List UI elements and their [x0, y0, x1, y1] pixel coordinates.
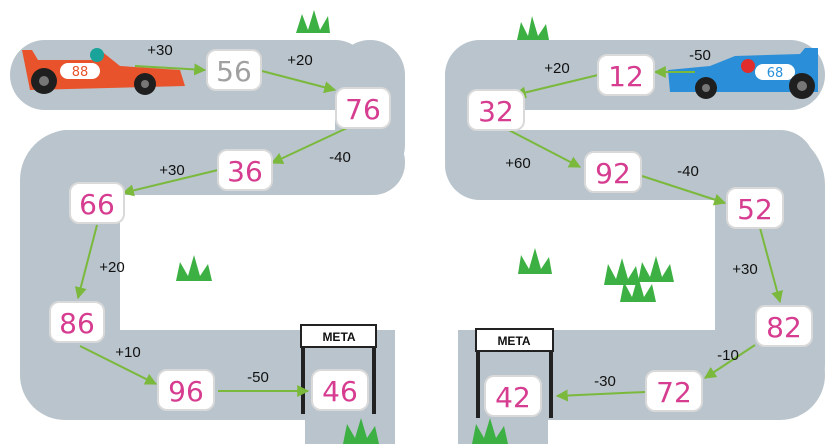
- number-value: 72: [656, 376, 692, 409]
- number-value: 12: [608, 60, 644, 93]
- number-box: 32: [467, 89, 525, 131]
- number-value: 92: [595, 157, 631, 190]
- number-box: 86: [49, 301, 105, 343]
- arrow-icon: [641, 175, 727, 206]
- number-value: 36: [227, 155, 263, 188]
- arrow-icon: [74, 224, 98, 300]
- arrow-icon: [513, 74, 599, 99]
- number-box: 76: [335, 87, 391, 129]
- left-finish-gate: META: [300, 324, 377, 414]
- number-value: 32: [478, 95, 514, 128]
- grass-icon: [638, 256, 674, 282]
- number-value: 56: [216, 55, 252, 88]
- number-box: 92: [584, 151, 642, 193]
- orange-race-car-icon: 88: [22, 48, 185, 95]
- right-operation-labels: -50 +20 +60 -40 +30 -10 -30: [505, 47, 757, 390]
- number-value: 82: [766, 311, 802, 344]
- operation-label: +30: [147, 42, 172, 59]
- car-number: 88: [72, 65, 89, 80]
- arrow-icon: [261, 70, 337, 94]
- number-value: 46: [322, 375, 358, 408]
- number-box: 72: [645, 370, 703, 412]
- grass-icon: [472, 418, 508, 444]
- left-arrows: [74, 63, 348, 397]
- number-box: 12: [597, 54, 655, 96]
- number-box: 36: [217, 149, 273, 191]
- right-number-boxes: 12 32 92 52 82 72 42: [467, 54, 813, 417]
- number-box: 56: [206, 49, 262, 91]
- number-value: 66: [79, 188, 115, 221]
- operation-label: -30: [594, 373, 616, 390]
- operation-label: -50: [247, 369, 269, 386]
- left-operation-labels: +30 +20 -40 +30 +20 +10 -50: [99, 42, 351, 386]
- arrow-icon: [555, 389, 646, 402]
- operation-label: -50: [689, 47, 711, 64]
- left-road: [10, 40, 405, 444]
- number-box: 66: [69, 182, 125, 224]
- number-value: 96: [168, 375, 204, 408]
- operation-label: +60: [505, 155, 530, 172]
- number-value: 52: [737, 193, 773, 226]
- number-box: 96: [157, 369, 215, 411]
- grass-icon: [620, 276, 656, 302]
- operation-label: -10: [717, 347, 739, 364]
- grass-icon: [343, 418, 379, 444]
- grass-icon: [604, 258, 640, 285]
- arrow-icon: [703, 344, 756, 379]
- finish-label: META: [322, 330, 355, 344]
- operation-label: +20: [287, 52, 312, 69]
- operation-label: +30: [159, 162, 184, 179]
- grass-decorations: [176, 10, 674, 444]
- number-value: 42: [495, 381, 531, 414]
- number-box: 82: [755, 305, 813, 347]
- number-box: 46: [311, 369, 369, 411]
- arrow-icon: [759, 227, 783, 304]
- grass-icon: [296, 10, 330, 33]
- right-arrows: [502, 66, 783, 402]
- arrow-icon: [270, 127, 348, 164]
- number-value: 76: [345, 93, 381, 126]
- grass-icon: [518, 248, 552, 274]
- arrow-icon: [502, 126, 582, 168]
- operation-label: +30: [732, 261, 757, 278]
- left-number-boxes: 56 76 36 66 86 96 46: [49, 49, 391, 411]
- blue-race-car-icon: 68: [668, 48, 818, 99]
- right-finish-gate: META: [475, 328, 554, 418]
- operation-label: +10: [115, 344, 140, 361]
- number-value: 86: [59, 307, 95, 340]
- car-number: 68: [767, 66, 784, 81]
- number-box: 52: [726, 187, 784, 229]
- operation-label: -40: [329, 149, 351, 166]
- number-box: 42: [484, 375, 542, 417]
- operation-label: -40: [677, 163, 699, 180]
- arrow-icon: [121, 169, 219, 197]
- arrow-icon: [134, 63, 207, 76]
- operation-label: +20: [544, 60, 569, 77]
- grass-icon: [517, 16, 549, 40]
- operation-label: +20: [99, 259, 124, 276]
- grass-icon: [176, 255, 212, 281]
- finish-label: META: [497, 334, 530, 348]
- arrow-icon: [79, 345, 158, 385]
